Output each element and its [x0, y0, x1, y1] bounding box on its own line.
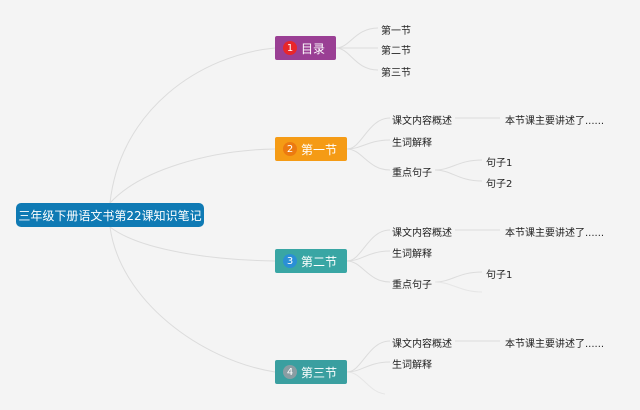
summary-note[interactable]: 本节课主要讲述了...... — [505, 339, 605, 350]
section-title: 目录 — [301, 41, 326, 56]
section-node-second[interactable]: 3 第二节 — [275, 249, 347, 273]
child-label[interactable]: 重点句子 — [392, 168, 432, 179]
connector-sec2-s2 — [434, 169, 483, 182]
summary-note[interactable]: 本节课主要讲述了...... — [505, 116, 605, 127]
connector-sec3-c1 — [346, 229, 391, 262]
number-badge-icon: 2 — [283, 142, 297, 156]
child-label[interactable]: 生词解释 — [392, 138, 432, 149]
connector-sec3-s-extra — [434, 281, 483, 293]
connector-sec2-s1 — [434, 159, 483, 171]
section-node-contents[interactable]: 1 目录 — [275, 36, 336, 60]
connector-root-sec1 — [109, 47, 276, 204]
child-label[interactable]: 重点句子 — [392, 280, 432, 291]
child-label[interactable]: 课文内容概述 — [392, 228, 452, 239]
connector-sec2-c2 — [346, 139, 391, 150]
child-label[interactable]: 课文内容概述 — [392, 339, 452, 350]
child-label[interactable]: 课文内容概述 — [392, 116, 452, 127]
root-topic[interactable]: 三年级下册语文书第22课知识笔记 — [16, 203, 204, 227]
child-label[interactable]: 第二节 — [381, 46, 411, 57]
connector-sec4-c3 — [346, 371, 386, 395]
number-badge-icon: 3 — [283, 254, 297, 268]
sentence-label[interactable]: 句子1 — [486, 270, 513, 281]
connector-sec4-c2 — [346, 361, 391, 373]
section-title: 第三节 — [301, 365, 338, 380]
sentence-label[interactable]: 句子2 — [486, 179, 513, 190]
section-title: 第二节 — [301, 254, 338, 269]
child-label[interactable]: 生词解释 — [392, 360, 432, 371]
child-label[interactable]: 第一节 — [381, 26, 411, 37]
connector-root-sec3 — [109, 226, 276, 262]
section-node-third[interactable]: 4 第三节 — [275, 360, 347, 384]
section-title: 第一节 — [301, 142, 338, 157]
number-badge-icon: 1 — [283, 41, 297, 55]
sentence-label[interactable]: 句子1 — [486, 158, 513, 169]
child-label[interactable]: 第三节 — [381, 68, 411, 79]
connector-sec3-c2 — [346, 250, 391, 262]
connector-sec2-c1 — [346, 117, 391, 150]
connector-root-sec2 — [109, 148, 276, 204]
summary-note[interactable]: 本节课主要讲述了...... — [505, 228, 605, 239]
connector-root-sec4 — [109, 226, 276, 373]
number-badge-icon: 4 — [283, 365, 297, 379]
connector-sec1-c1 — [335, 27, 379, 49]
connector-sec1-c3 — [335, 47, 379, 71]
section-node-first[interactable]: 2 第一节 — [275, 137, 347, 161]
connector-sec4-c1 — [346, 340, 391, 373]
connector-sec3-c3 — [346, 260, 391, 283]
child-label[interactable]: 生词解释 — [392, 249, 432, 260]
connector-sec2-c3 — [346, 148, 391, 171]
connector-sec3-s1 — [434, 271, 483, 283]
